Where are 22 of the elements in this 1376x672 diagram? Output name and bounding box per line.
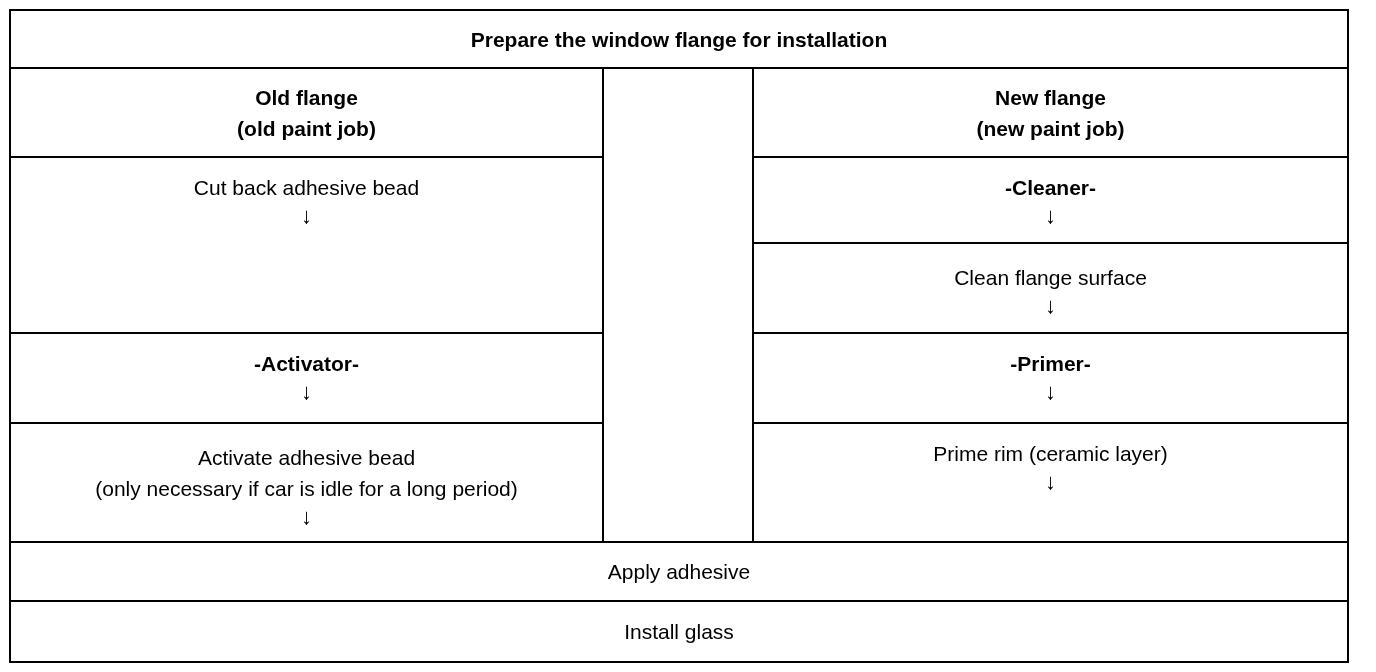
table-cell: [9, 541, 1349, 602]
step-text: Apply adhesive: [607, 559, 751, 585]
table-cell: [9, 9, 1349, 69]
down-arrow-glyph: ↓: [301, 504, 312, 530]
down-arrow-glyph: ↓: [1045, 379, 1056, 405]
down-arrow-glyph: ↓: [1045, 203, 1056, 229]
step-text: Prime rim (ceramic layer): [933, 441, 1168, 467]
material-label: -Cleaner-: [1005, 175, 1096, 201]
material-label: -Primer-: [1010, 351, 1091, 377]
down-arrow-glyph: ↓: [301, 379, 312, 405]
table-cell: [9, 600, 1349, 663]
step-text: Clean flange surface: [954, 265, 1147, 291]
column-header: Old flange (old paint job): [237, 84, 376, 142]
step-text: Activate adhesive bead (only necessary if car is idle for a long period): [95, 445, 518, 502]
step-text: Install glass: [624, 619, 734, 645]
down-arrow-glyph: ↓: [1045, 469, 1056, 495]
material-label: -Activator-: [254, 351, 359, 377]
step-text: Cut back adhesive bead: [193, 175, 420, 201]
down-arrow-glyph: ↓: [1045, 293, 1056, 319]
down-arrow-glyph: ↓: [301, 203, 312, 229]
title-cell-text: Prepare the window flange for installation: [470, 26, 888, 53]
column-header: New flange (new paint job): [976, 84, 1125, 142]
